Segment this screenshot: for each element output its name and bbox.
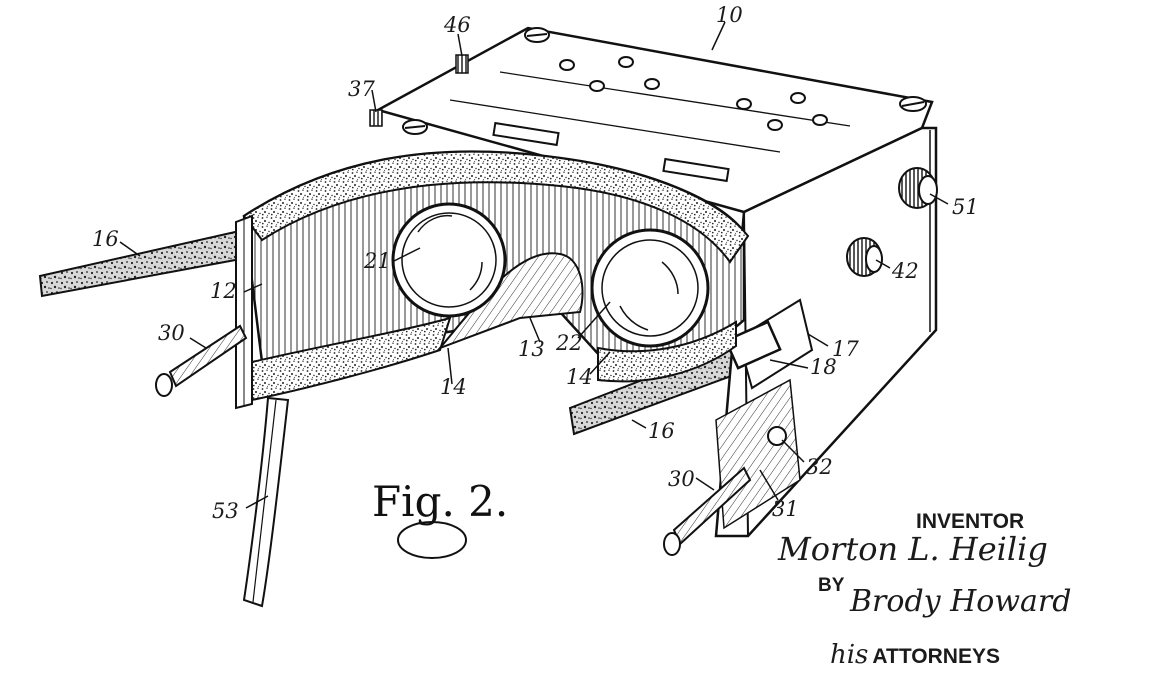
label-12: 12 [210,279,237,303]
label-37: 37 [348,77,375,101]
cable [242,396,290,608]
label-22: 22 [555,331,583,355]
label-17: 17 [832,337,859,361]
label-46: 46 [443,13,471,37]
label-18: 18 [810,355,837,379]
label-30-left: 30 [158,321,185,345]
label-31: 31 [772,497,799,521]
label-30-right: 30 [668,467,695,491]
attorney-signature: Brody Howard [850,584,1072,619]
label-51: 51 [952,195,979,219]
label-32: 32 [806,455,833,479]
by-label: BY [818,575,845,596]
attorneys-label: ATTORNEYS [872,645,1000,668]
leader-lines [119,21,949,509]
label-13: 13 [518,337,545,361]
eyecup-face [235,150,750,410]
figure-label-text: Fig. 2. [372,477,508,526]
temple-arm-right [663,466,752,556]
housing-top [369,26,934,214]
reference-numerals: 10 46 37 16 12 21 51 42 30 13 22 14 14 1… [92,3,979,523]
label-14-left: 14 [440,375,467,399]
attorneys-prefix: his [830,640,869,670]
label-16-left: 16 [92,227,119,251]
inventor-signature: Morton L. Heilig [778,530,1048,568]
inventor-label: INVENTOR [916,510,1025,533]
label-10: 10 [716,3,743,27]
label-16-right: 16 [648,419,675,443]
temple-arm-left [155,324,248,397]
label-21: 21 [363,249,391,273]
label-53: 53 [212,499,239,523]
attorneys-line: his ATTORNEYS [830,640,1000,670]
figure-label: Fig. 2. [372,477,508,559]
label-14-right: 14 [566,365,593,389]
label-42: 42 [891,259,919,283]
housing-side [714,126,938,538]
